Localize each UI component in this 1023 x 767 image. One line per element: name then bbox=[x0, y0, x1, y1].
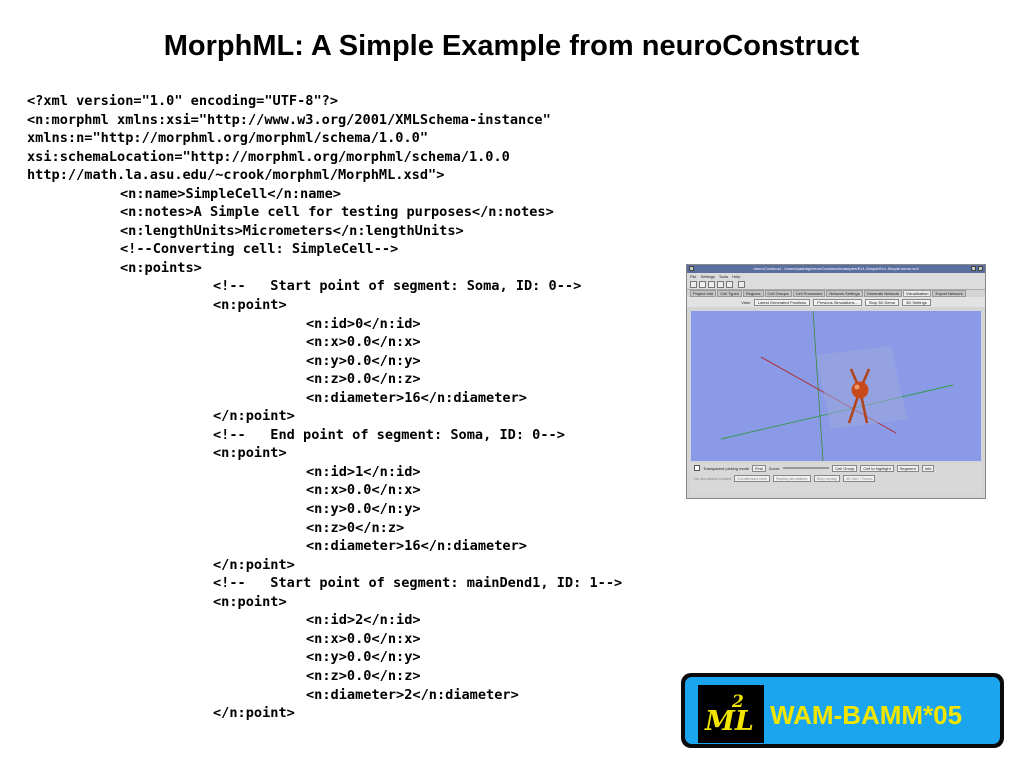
tab-visualisation: Visualisation bbox=[903, 290, 932, 297]
ml2-logo: 2 ML bbox=[698, 685, 764, 743]
code-line: <n:id>1</n:id> bbox=[306, 463, 421, 480]
code-line: <n:name>SimpleCell</n:name> bbox=[120, 185, 341, 202]
code-line: xmlns:n="http://morphml.org/morphml/sche… bbox=[27, 130, 429, 147]
code-line: <n:id>0</n:id> bbox=[306, 315, 421, 332]
stop-replay-button: Stop replay bbox=[813, 474, 840, 482]
logo-superscript: 2 bbox=[731, 692, 744, 712]
cell-to-highlight-dropdown: Cell to highlight bbox=[860, 464, 894, 472]
bottom-row-2: No simulation loaded Condensed view Repl… bbox=[691, 473, 981, 483]
code-line: <n:y>0.0</n:y> bbox=[306, 649, 421, 666]
condensed-view-button: Condensed view bbox=[734, 474, 770, 482]
badge-panel: 2 ML WAM-BAMM*05 bbox=[685, 677, 1000, 744]
code-line: <n:x>0.0</n:x> bbox=[306, 482, 421, 499]
zoom-slider bbox=[783, 467, 830, 469]
xml-code-listing: <?xml version="1.0" encoding="UTF-8"?> <… bbox=[27, 92, 622, 723]
window-menu-icon bbox=[689, 266, 694, 271]
3d-info-dropdown: 3D Info / Soma bbox=[842, 474, 876, 482]
code-line: <n:point> bbox=[213, 445, 287, 462]
code-line: <!-- End point of segment: Soma, ID: 0--… bbox=[213, 426, 565, 443]
code-line: </n:point> bbox=[213, 408, 295, 425]
positions-dropdown: Latest Generated Positions bbox=[753, 298, 811, 306]
segment-dropdown: Segment bbox=[896, 464, 919, 472]
replay-simulation-button: Replay simulation bbox=[772, 474, 811, 482]
code-line: <n:lengthUnits>Micrometers</n:lengthUnit… bbox=[120, 222, 464, 239]
code-line: <n:diameter>2</n:diameter> bbox=[306, 686, 519, 703]
code-line: <n:x>0.0</n:x> bbox=[306, 334, 421, 351]
tab-network-settings: Network Settings bbox=[826, 290, 863, 297]
app-title-bar: neuroConstruct - /home/padraig/neuroCons… bbox=[687, 265, 985, 273]
open-project-icon bbox=[699, 281, 706, 288]
tab-project-info: Project Info bbox=[690, 290, 717, 297]
zoom-label: Zoom: bbox=[768, 465, 781, 471]
close-project-icon bbox=[717, 281, 724, 288]
slide-title: MorphML: A Simple Example from neuroCons… bbox=[163, 30, 860, 62]
minimize-icon bbox=[971, 266, 976, 271]
transparent-picking-label: Transparent picking mode bbox=[703, 465, 750, 471]
soma-highlight bbox=[854, 384, 860, 390]
logo-text: ML bbox=[704, 706, 754, 737]
3d-settings-button: 3D Settings bbox=[902, 298, 931, 306]
code-line: </n:point> bbox=[213, 556, 295, 573]
code-line: <n:z>0.0</n:z> bbox=[306, 371, 421, 388]
code-line: <!-- Start point of segment: mainDend1, … bbox=[213, 575, 623, 592]
app-window-title: neuroConstruct - /home/padraig/neuroCons… bbox=[753, 266, 919, 271]
bottom-row-1: Transparent picking mode Find Zoom: Cell… bbox=[691, 463, 981, 473]
app-toolbar bbox=[687, 280, 985, 290]
cell-group-dropdown: Cell Group bbox=[832, 464, 858, 472]
new-project-icon bbox=[690, 281, 697, 288]
menu-item-help: Help bbox=[732, 274, 741, 279]
simulation-status: No simulation loaded bbox=[694, 475, 732, 481]
wam-bamm-badge: 2 ML WAM-BAMM*05 bbox=[681, 673, 1004, 748]
code-line: <n:z>0</n:z> bbox=[306, 519, 405, 536]
menu-item-settings: Settings bbox=[700, 274, 715, 279]
stop-3d-demo-button: Stop 3D Demo bbox=[864, 298, 900, 306]
tab-regions: Regions bbox=[742, 290, 764, 297]
code-line: http://math.la.asu.edu/~crook/morphml/Mo… bbox=[27, 167, 445, 184]
edit-icon bbox=[726, 281, 733, 288]
code-line: <n:morphml xmlns:xsi="http://www.w3.org/… bbox=[27, 111, 551, 128]
tab-cell-processes: Cell Processes bbox=[792, 290, 826, 297]
code-line: </n:point> bbox=[213, 705, 295, 722]
code-line: <n:diameter>16</n:diameter> bbox=[306, 538, 527, 555]
code-line: <n:point> bbox=[213, 297, 287, 314]
tab-cell-types: Cell Types bbox=[717, 290, 742, 297]
close-icon bbox=[978, 266, 983, 271]
view-label: View: bbox=[741, 299, 751, 305]
neuroconstruct-screenshot: neuroConstruct - /home/padraig/neuroCons… bbox=[686, 264, 986, 499]
help-icon bbox=[738, 281, 745, 288]
info-button: Info bbox=[921, 464, 935, 472]
code-line: xsi:schemaLocation="http://morphml.org/m… bbox=[27, 148, 510, 165]
tab-cell-groups: Cell Groups bbox=[764, 290, 792, 297]
menu-item-tools: Tools bbox=[718, 274, 729, 279]
tab-generate-network: Generate Network bbox=[863, 290, 903, 297]
app-tab-bar: Project Info Cell Types Regions Cell Gro… bbox=[687, 290, 985, 297]
code-line: <n:y>0.0</n:y> bbox=[306, 501, 421, 518]
bottom-controls: Transparent picking mode Find Zoom: Cell… bbox=[691, 463, 981, 495]
code-line: <!-- Start point of segment: Soma, ID: 0… bbox=[213, 278, 582, 295]
code-line: <n:y>0.0</n:y> bbox=[306, 352, 421, 369]
code-line: <n:notes>A Simple cell for testing purpo… bbox=[120, 204, 554, 221]
soma-sphere bbox=[851, 381, 869, 399]
code-line: <n:x>0.0</n:x> bbox=[306, 630, 421, 647]
y-axis-line bbox=[812, 310, 824, 462]
menu-item-file: File bbox=[690, 274, 697, 279]
tab-export-network: Export Network bbox=[932, 290, 966, 297]
code-line: <n:point> bbox=[213, 593, 287, 610]
code-line: <n:points> bbox=[120, 259, 202, 276]
code-line: <n:id>2</n:id> bbox=[306, 612, 421, 629]
code-line: <?xml version="1.0" encoding="UTF-8"?> bbox=[27, 93, 338, 109]
3d-view bbox=[691, 310, 981, 462]
app-menu-bar: File Settings Tools Help bbox=[687, 273, 985, 280]
previous-simulations-button: Previous Simulations... bbox=[813, 298, 862, 306]
find-button: Find bbox=[752, 464, 766, 472]
code-line: <!--Converting cell: SimpleCell--> bbox=[120, 241, 399, 258]
transparent-picking-checkbox bbox=[694, 465, 700, 471]
visualisation-toolbar: View: Latest Generated Positions Previou… bbox=[687, 297, 985, 307]
code-line: <n:diameter>16</n:diameter> bbox=[306, 389, 527, 406]
badge-text: WAM-BAMM*05 bbox=[770, 700, 963, 730]
code-line: <n:z>0.0</n:z> bbox=[306, 667, 421, 684]
save-project-icon bbox=[708, 281, 715, 288]
